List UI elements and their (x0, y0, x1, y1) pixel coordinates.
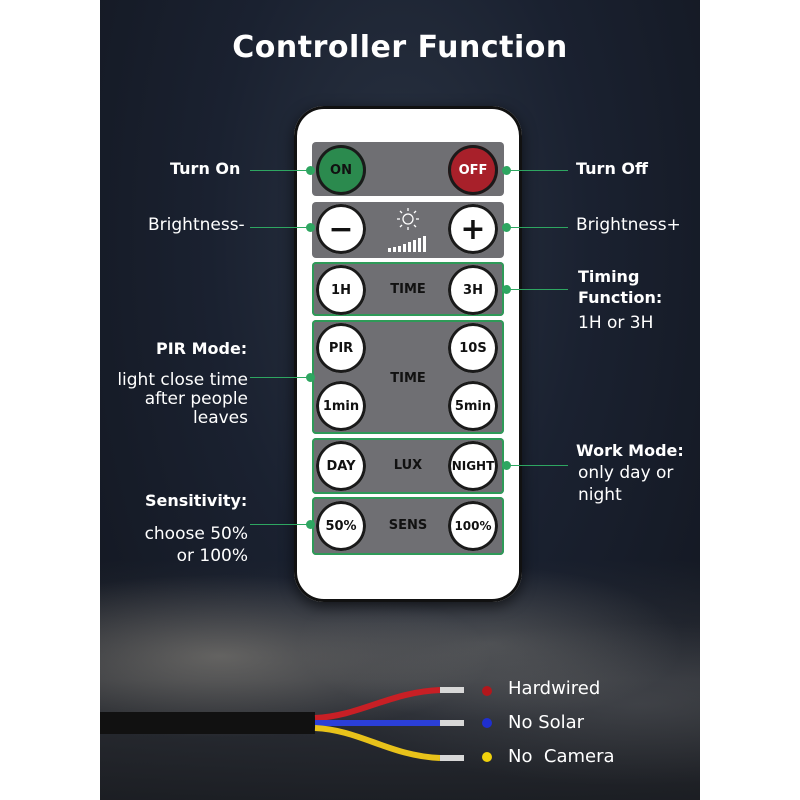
blue-wire-tip (440, 720, 464, 726)
sensitivity-desc-line2: or 100% (176, 546, 248, 566)
no-solar-dot (482, 718, 492, 728)
pir-desc-line1: light close time (117, 370, 248, 390)
sensitivity-line (250, 524, 310, 525)
work-mode-desc-line2: night (578, 485, 622, 505)
5min-button[interactable]: 5min (448, 381, 498, 431)
sensitivity-title: Sensitivity: (145, 491, 248, 510)
1min-button[interactable]: 1min (316, 381, 366, 431)
minus-label: − (328, 211, 354, 247)
sensitivity-desc-line1: choose 50% (144, 524, 248, 544)
turn-off-caption: Turn Off (576, 159, 648, 178)
time-label: TIME (390, 282, 426, 297)
pir-button[interactable]: PIR (316, 323, 366, 373)
brightness-plus-dot (502, 223, 511, 232)
night-label: NIGHT (451, 459, 495, 473)
timing-title-line1: Timing (578, 267, 640, 286)
3h-label: 3H (463, 282, 483, 298)
turn-on-caption: Turn On (170, 159, 241, 178)
brightness-plus-line (506, 227, 568, 228)
brightness-minus-line (250, 227, 310, 228)
brightness-icon (388, 208, 426, 252)
1h-button[interactable]: 1H (316, 265, 366, 315)
day-button[interactable]: DAY (316, 441, 366, 491)
pir-desc-line3: leaves (193, 408, 248, 428)
off-button[interactable]: OFF (448, 145, 498, 195)
plus-label: + (460, 211, 486, 247)
no-camera-dot (482, 752, 492, 762)
off-label: OFF (458, 162, 488, 178)
sens-label: SENS (388, 518, 428, 533)
no-solar-label: No Solar (508, 712, 585, 733)
1min-label: 1min (322, 398, 360, 414)
lux-label: LUX (393, 458, 423, 473)
pir-mode-title: PIR Mode: (156, 339, 248, 358)
10s-label: 10S (459, 340, 487, 356)
10s-button[interactable]: 10S (448, 323, 498, 373)
turn-off-line (506, 170, 568, 171)
timing-title-line2: Function: (578, 288, 663, 307)
50-percent-button[interactable]: 50% (316, 501, 366, 551)
yellow-wire-tip (440, 755, 464, 761)
night-button[interactable]: NIGHT (448, 441, 498, 491)
brightness-minus-caption: Brightness- (148, 215, 245, 235)
cable-illustration (100, 687, 464, 761)
pir-desc-line2: after people (144, 389, 248, 409)
work-mode-line (506, 465, 568, 466)
pir-line (250, 377, 310, 378)
turn-on-dot (306, 166, 315, 175)
brightness-plus-button[interactable]: + (448, 204, 498, 254)
pir-label: PIR (328, 340, 354, 356)
page-title: Controller Function (232, 30, 568, 65)
3h-button[interactable]: 3H (448, 265, 498, 315)
pir-dot (306, 373, 315, 382)
timing-dot (502, 285, 511, 294)
brightness-minus-dot (306, 223, 315, 232)
turn-off-dot (502, 166, 511, 175)
on-button[interactable]: ON (316, 145, 366, 195)
on-label: ON (330, 162, 352, 178)
50-percent-label: 50% (325, 518, 357, 534)
sun-icon (397, 208, 419, 230)
timing-line (506, 289, 568, 290)
brightness-plus-caption: Brightness+ (576, 215, 681, 235)
work-mode-title: Work Mode: (576, 441, 684, 460)
brightness-minus-button[interactable]: − (316, 204, 366, 254)
work-mode-dot (502, 461, 511, 470)
turn-on-line (250, 170, 310, 171)
sensitivity-dot (306, 520, 315, 529)
hardwired-dot (482, 686, 492, 696)
red-wire-tip (440, 687, 464, 693)
red-wire (314, 687, 441, 721)
yellow-wire (314, 725, 441, 761)
level-bars-icon (388, 236, 426, 252)
no-camera-label: No Camera (508, 746, 615, 767)
cable-sheath (100, 712, 315, 734)
100-percent-label: 100% (454, 519, 492, 533)
100-percent-button[interactable]: 100% (448, 501, 498, 551)
hardwired-label: Hardwired (508, 678, 601, 699)
day-label: DAY (326, 458, 356, 474)
timing-desc: 1H or 3H (578, 313, 654, 333)
pir-time-label: TIME (390, 371, 426, 386)
work-mode-desc-line1: only day or (578, 463, 674, 483)
1h-label: 1H (331, 282, 351, 298)
5min-label: 5min (454, 398, 492, 414)
